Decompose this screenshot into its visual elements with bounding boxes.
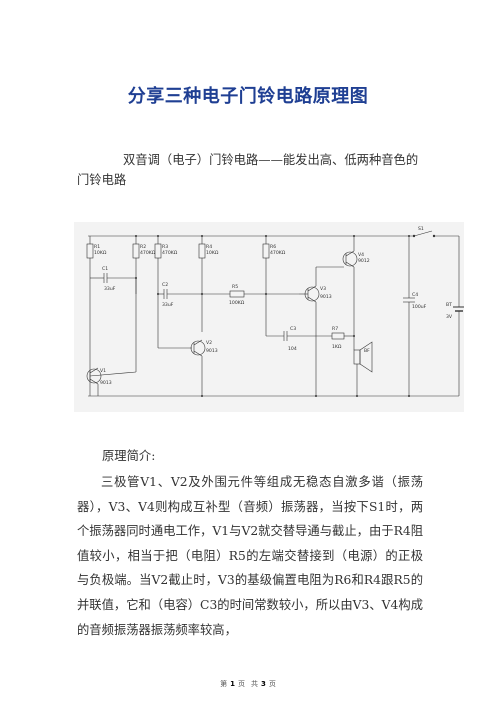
label-c2-val: 33uF [162,302,174,308]
footer-total-pages: 3 [261,680,266,688]
label-c4-val: 100uF [412,304,427,310]
label-v2-val: 9013 [206,348,218,354]
label-v4: V4 [358,252,364,258]
label-r1: R1 [94,244,100,250]
label-v1-val: 9013 [100,380,112,386]
label-v2: V2 [206,340,212,346]
label-r7: R7 [332,326,338,332]
label-c3-val: 104 [288,346,297,352]
label-bt-val: 3V [446,314,453,320]
label-r1-val: 10KΩ [94,250,107,256]
footer-suffix: 页 [268,680,276,688]
label-c1: C1 [102,266,108,272]
label-bt: BT [446,302,452,308]
label-r4: R4 [206,244,212,250]
circuit-schematic: R1 10KΩ R2 470KΩ R3 470KΩ R4 10KΩ R6 470… [86,226,464,397]
label-c3: C3 [290,326,296,332]
label-s1: S1 [418,226,424,232]
label-c4: C4 [412,292,418,298]
circuit-diagram: R1 10KΩ R2 470KΩ R3 470KΩ R4 10KΩ R6 470… [74,222,464,412]
label-r7-val: 1KΩ [332,344,342,350]
label-r5: R5 [232,284,238,290]
label-r5-val: 100KΩ [229,300,245,306]
label-r6-val: 470KΩ [270,250,286,256]
switch-s1 [413,230,433,237]
label-v1: V1 [100,368,106,374]
footer-mid2: 共 [251,680,258,688]
section-heading: 原理简介: [102,449,156,463]
label-v4-val: 9012 [358,258,370,264]
footer-mid1: 页 [238,680,245,688]
speaker-bf [353,349,361,365]
label-r4-val: 10KΩ [206,250,219,256]
label-v3: V3 [320,286,326,292]
body-paragraph: 三极管V1、V2及外围元件等组成无稳态自激多谐（振荡器），V3、V4则构成互补型… [77,475,423,637]
label-r6: R6 [270,244,276,250]
intro-paragraph: 双音调（电子）门铃电路——能发出高、低两种音色的门铃电路 [77,153,419,187]
label-r2: R2 [140,244,146,250]
label-r3-val: 470KΩ [162,250,178,256]
label-bf: BF [364,348,370,354]
label-c1-val: 33uF [104,286,116,292]
label-v3-val: 9013 [320,294,332,300]
label-r2-val: 470KΩ [140,250,156,256]
label-r3: R3 [162,244,168,250]
footer-page-number: 1 [230,680,235,688]
page-title: 分享三种电子门铃电路原理图 [127,86,369,107]
label-c2: C2 [162,282,168,288]
footer-prefix: 第 [220,680,228,688]
